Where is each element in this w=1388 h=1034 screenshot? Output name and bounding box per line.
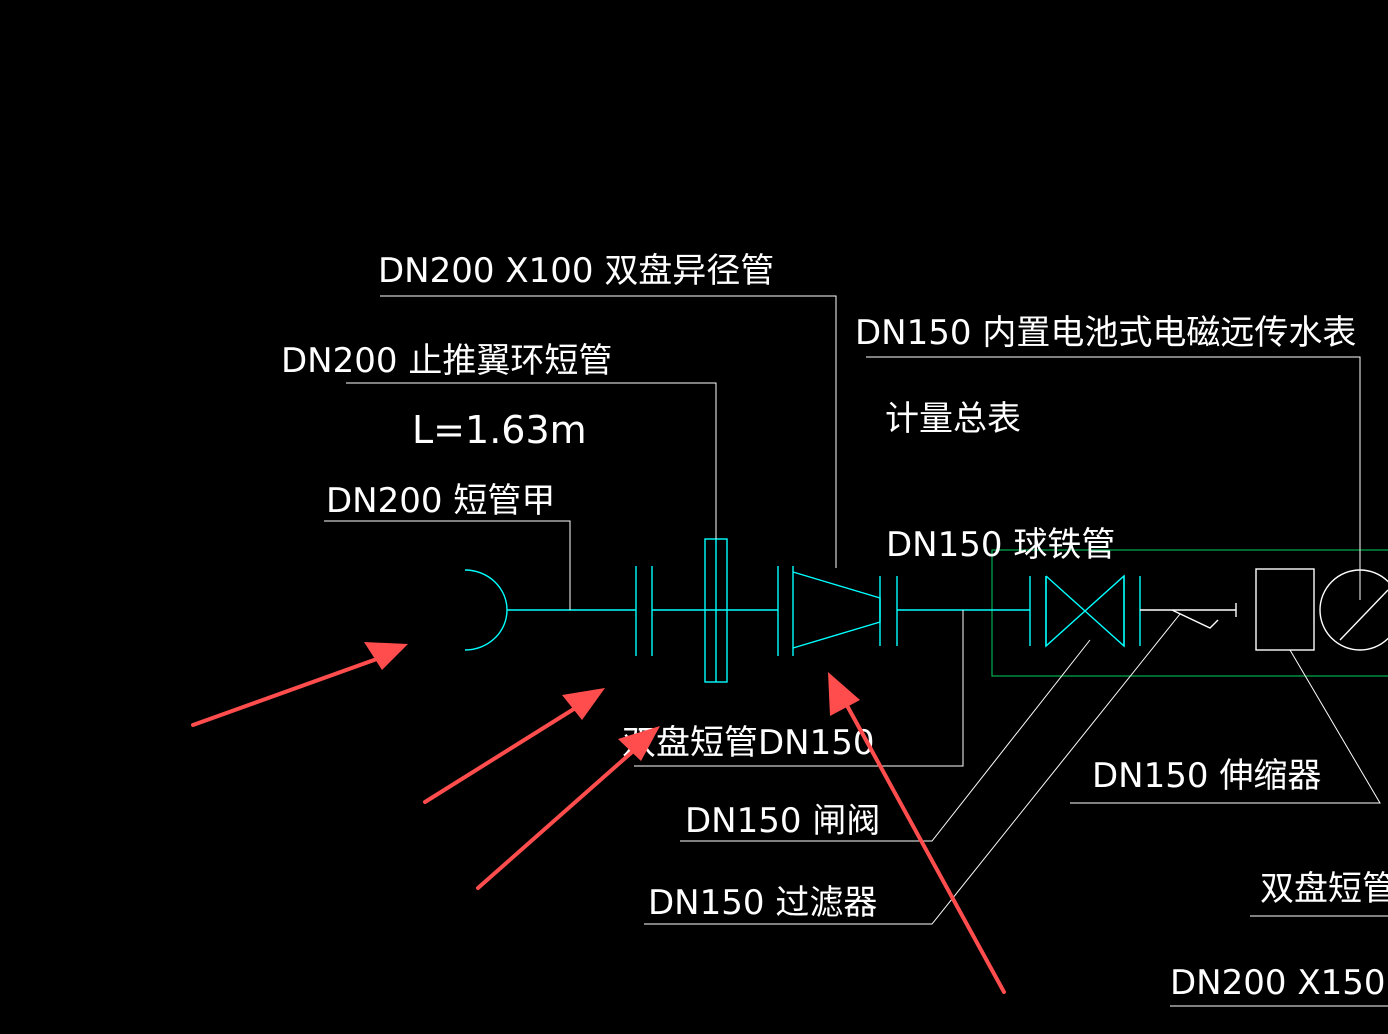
leader-reducer	[380, 295, 837, 568]
water-meter-circle	[1319, 569, 1388, 651]
label-reducer-right: DN200 X150 双	[1170, 963, 1388, 1003]
label-double-flange-short: 双盘短管DN150	[622, 723, 875, 763]
water-meter-needle	[1339, 589, 1388, 641]
annotations: DN200 X100 双盘异径管 DN200 止推翼环短管 L=1.63m DN…	[281, 251, 1388, 1003]
label-gate-valve: DN150 闸阀	[685, 801, 880, 841]
equipment	[1140, 568, 1388, 651]
leader-thrust-ring	[346, 382, 717, 539]
label-reducer: DN200 X100 双盘异径管	[378, 251, 774, 291]
red-arrow-3	[476, 726, 660, 890]
label-ductile-pipe: DN150 球铁管	[886, 525, 1115, 565]
expansion-joint-box	[1255, 568, 1315, 651]
label-thrust-ring: DN200 止推翼环短管	[281, 341, 612, 381]
red-arrow-1	[191, 642, 408, 727]
label-total-meter: 计量总表	[885, 399, 1021, 439]
label-meter: DN150 内置电池式电磁远传水表	[855, 313, 1356, 353]
meter-well-boundary	[991, 549, 1388, 677]
label-filter: DN150 过滤器	[648, 883, 877, 923]
red-arrow-2	[423, 688, 605, 804]
leader-filter	[644, 613, 1181, 925]
reducer-symbol	[792, 571, 881, 649]
gate-valve-symbol	[1045, 574, 1125, 648]
red-arrow-4	[828, 672, 1006, 994]
label-expansion-joint: DN150 伸缩器	[1092, 756, 1321, 796]
leader-short-pipe-a	[324, 520, 571, 610]
leader-expansion-joint	[1070, 649, 1381, 804]
label-short-pipe-a: DN200 短管甲	[326, 481, 555, 521]
label-double-flange-short-right: 双盘短管D	[1260, 869, 1388, 909]
label-length: L=1.63m	[412, 408, 587, 452]
leader-double-flange-short	[634, 610, 964, 767]
leader-gate-valve	[680, 639, 1091, 842]
leader-lines	[324, 295, 1388, 1007]
pipe-end-cap	[464, 569, 508, 651]
red-arrows	[191, 642, 1006, 994]
filter-symbol	[1171, 609, 1219, 629]
leader-meter	[866, 356, 1361, 600]
